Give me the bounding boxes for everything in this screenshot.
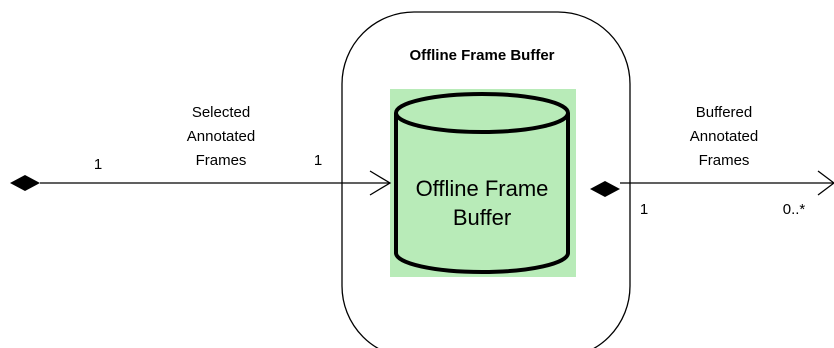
input-source-diamond bbox=[10, 175, 40, 191]
output-target-multiplicity: 0..* bbox=[783, 201, 806, 218]
input-flow[interactable] bbox=[10, 170, 392, 196]
output-flow[interactable] bbox=[590, 170, 834, 197]
store-label-line2: Buffer bbox=[453, 205, 511, 230]
output-source-diamond bbox=[590, 181, 620, 197]
output-flow-label-line2: Annotated bbox=[690, 128, 758, 145]
output-flow-label-line3: Frames bbox=[699, 152, 750, 169]
cylinder-top bbox=[394, 92, 570, 134]
container-title: Offline Frame Buffer bbox=[409, 47, 554, 64]
input-flow-label-line1: Selected bbox=[192, 104, 250, 121]
output-source-multiplicity: 1 bbox=[640, 201, 648, 218]
output-arrowhead bbox=[817, 170, 834, 196]
store-label-line1: Offline Frame bbox=[416, 176, 549, 201]
store-background bbox=[390, 89, 576, 277]
data-store-cylinder[interactable] bbox=[394, 92, 570, 274]
input-arrowhead bbox=[369, 170, 392, 196]
cylinder-body bbox=[394, 113, 570, 274]
output-flow-label-line1: Buffered bbox=[696, 104, 752, 121]
input-source-multiplicity: 1 bbox=[94, 156, 102, 173]
input-flow-label-line2: Annotated bbox=[187, 128, 255, 145]
input-flow-label-line3: Frames bbox=[196, 152, 247, 169]
input-target-multiplicity: 1 bbox=[314, 152, 322, 169]
